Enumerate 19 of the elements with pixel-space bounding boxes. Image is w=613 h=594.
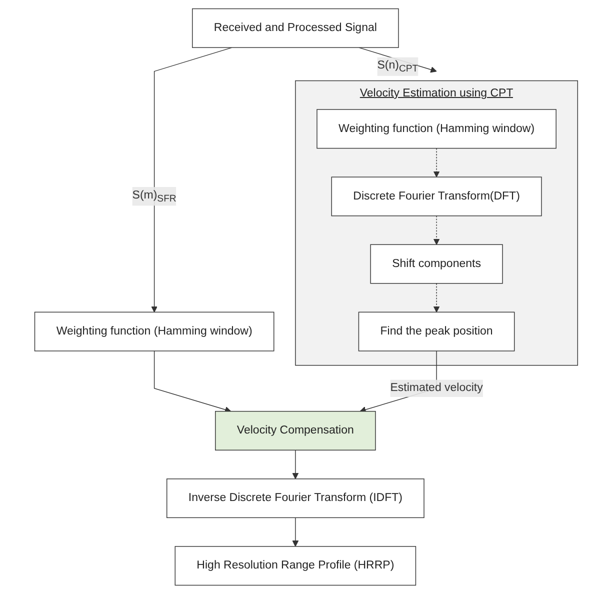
arrow	[434, 148, 440, 178]
node-box: Discrete Fourier Transform(DFT)	[332, 176, 542, 216]
node-box: High Resolution Range Profile (HRRP)	[175, 546, 416, 586]
edge-label: S(m)$_{SFR}$	[132, 189, 177, 204]
node-box: Weighting function (Hamming window)	[34, 312, 275, 352]
node-box: Inverse Discrete Fourier Transform (IDFT)	[166, 478, 425, 518]
arrow	[151, 47, 233, 312]
node-box: Shift components	[370, 244, 504, 284]
node-box: Velocity Compensation	[215, 410, 376, 450]
arrow	[434, 283, 440, 312]
arrow	[292, 517, 299, 547]
arrow	[154, 350, 232, 413]
node-box: Weighting function (Hamming window)	[316, 109, 557, 149]
edge-label: S(n)$_{CPT}$	[378, 59, 418, 74]
arrow	[292, 450, 299, 480]
node-box: Find the peak position	[358, 312, 515, 352]
edge-label: Estimated velocity	[390, 382, 484, 394]
arrow	[434, 215, 440, 245]
node-box: Received and Processed Signal	[192, 8, 400, 48]
